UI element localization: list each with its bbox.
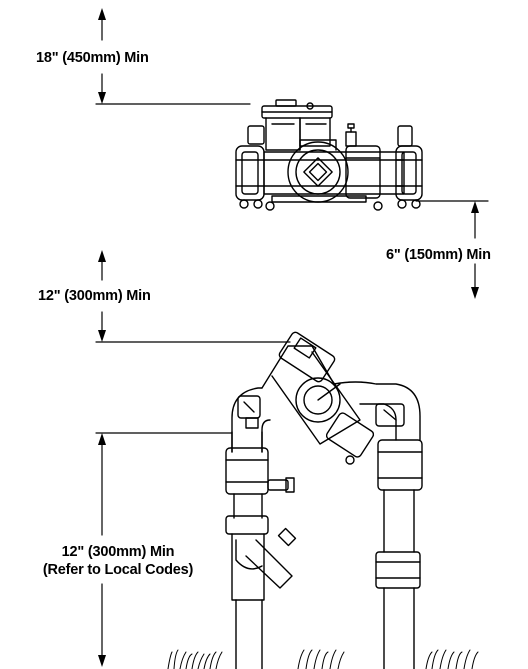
side-clearance-label: 6" (150mm) Min (386, 247, 491, 263)
ground-clearance-line2: (Refer to Local Codes) (42, 562, 194, 578)
dim-side-clearance (415, 200, 489, 299)
dim-ground-clearance (95, 432, 233, 667)
ground-clearance-label: 12" (300mm) Min (Refer to Local Codes) (18, 543, 218, 579)
n-pattern-valve-assembly (225, 331, 423, 669)
horizontal-valve-assembly (235, 99, 423, 211)
ground-grass (167, 649, 479, 669)
dim-top-clearance (95, 8, 251, 105)
vertical-clearance-label: 12" (300mm) Min (38, 288, 151, 304)
dim-vertical-clearance (95, 250, 291, 343)
top-clearance-label: 18" (450mm) Min (36, 50, 149, 66)
ground-clearance-line1: 12" (300mm) Min (61, 544, 175, 560)
